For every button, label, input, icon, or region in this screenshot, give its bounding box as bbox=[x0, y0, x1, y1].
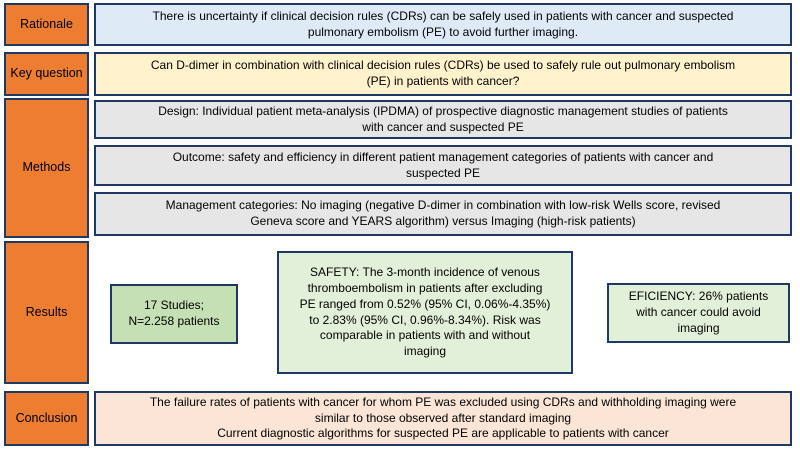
methods-outcome-box: Outcome: safety and efficiency in differ… bbox=[94, 145, 792, 186]
methods-design-box: Design: Individual patient meta-analysis… bbox=[94, 100, 792, 139]
key-question-text-box: Can D-dimer in combination with clinical… bbox=[94, 52, 792, 96]
row-label-results: Results bbox=[4, 241, 89, 384]
conclusion-text-box: The failure rates of patients with cance… bbox=[94, 391, 792, 446]
methods-management-box: Management categories: No imaging (negat… bbox=[94, 192, 792, 236]
rationale-text-box: There is uncertainty if clinical decisio… bbox=[94, 3, 792, 46]
results-efficiency-box: EFICIENCY: 26% patients with cancer coul… bbox=[607, 283, 790, 343]
row-label-conclusion: Conclusion bbox=[4, 391, 89, 446]
row-label-key-question: Key question bbox=[4, 52, 89, 96]
row-label-methods: Methods bbox=[4, 98, 89, 238]
results-safety-box: SAFETY: The 3-month incidence of venous … bbox=[277, 251, 573, 374]
results-studies-box: 17 Studies; N=2.258 patients bbox=[110, 284, 238, 344]
row-label-rationale: Rationale bbox=[4, 3, 89, 46]
